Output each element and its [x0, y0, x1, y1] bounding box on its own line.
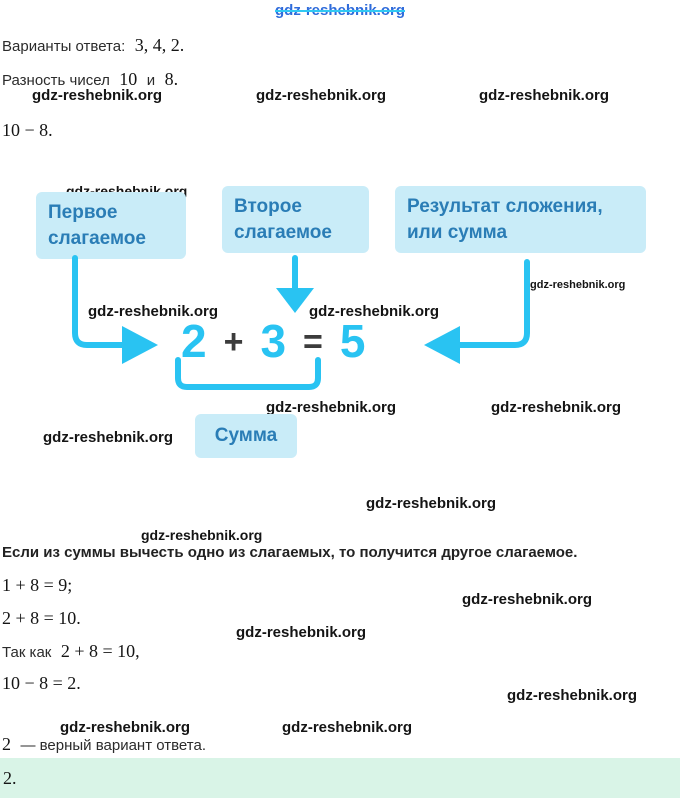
watermark: gdz-reshebnik.org — [236, 624, 367, 641]
difference-line: Разность чисел 10 и 8. — [2, 68, 178, 92]
watermark: gdz-reshebnik.org — [479, 87, 610, 104]
variants-line: Варианты ответа: 3, 4, 2. — [2, 34, 184, 58]
final-answer-text: 2. — [3, 767, 17, 788]
answer-text: — верный вариант ответа. — [20, 737, 206, 754]
arrow-first-addend — [72, 255, 125, 348]
difference-num-2: 8. — [164, 69, 179, 89]
watermark: gdz-reshebnik.org — [32, 87, 163, 104]
plus-sign: + — [223, 322, 244, 361]
equation-check-1-text: 1 + 8 = 9; — [2, 575, 73, 595]
equation-check-2: 2 + 8 = 10. — [2, 607, 81, 631]
sum-result-box: Результат сложения, или сумма — [395, 186, 646, 254]
watermark: gdz-reshebnik.org — [266, 399, 397, 416]
final-equation-line: 10 − 8 = 2. — [2, 672, 81, 696]
equation-check-1: 1 + 8 = 9; — [2, 574, 72, 598]
expression-line: 10 − 8. — [2, 119, 53, 143]
watermark: gdz-reshebnik.org — [366, 495, 497, 512]
watermark: gdz-reshebnik.org — [491, 399, 622, 416]
second-addend-box: Второе слагаемое — [222, 186, 369, 254]
watermark: gdz-reshebnik.org — [256, 87, 387, 104]
rule-line: Если из суммы вычесть одно из слагаемых,… — [2, 542, 678, 564]
conclusion-equation: 2 + 8 = 10, — [60, 641, 140, 661]
difference-num-1: 10 — [119, 69, 138, 89]
final-answer-bar: 2. — [0, 758, 680, 798]
arrow-first-addend-head — [122, 326, 158, 364]
watermark: gdz-reshebnik.org — [309, 303, 440, 320]
big-equation: 2 + 3 = 5 — [181, 314, 366, 368]
answer-number: 2 — [2, 734, 11, 754]
conclusion-line: Так как 2 + 8 = 10, — [2, 640, 140, 664]
watermark: gdz-reshebnik.org — [462, 591, 593, 608]
difference-label: Разность чисел — [2, 72, 110, 89]
equals-sign: = — [303, 322, 323, 361]
equation-addend-2: 3 — [260, 315, 287, 367]
watermark: gdz-reshebnik.org — [43, 429, 174, 446]
answer-line: 2 — верный вариант ответа. — [2, 733, 206, 757]
conclusion-label: Так как — [2, 644, 52, 661]
watermark: gdz-reshebnik.org — [60, 719, 191, 736]
difference-and: и — [146, 72, 156, 89]
expression-1: 10 − 8. — [2, 120, 53, 140]
watermark: gdz-reshebnik.org — [141, 527, 263, 543]
watermark: gdz-reshebnik.org — [530, 279, 626, 291]
arrow-sum-result-head — [424, 326, 460, 364]
variants-label: Варианты ответа: — [2, 38, 126, 55]
equation-result: 5 — [339, 315, 366, 367]
variants-values: 3, 4, 2. — [134, 35, 185, 55]
sum-label-box: Сумма — [195, 414, 297, 458]
watermark: gdz-reshebnik.org — [282, 719, 413, 736]
first-addend-box: Первое слагаемое — [36, 192, 186, 260]
equation-check-2-text: 2 + 8 = 10. — [2, 608, 81, 628]
final-equation-text: 10 − 8 = 2. — [2, 673, 81, 693]
equation-addend-1: 2 — [181, 315, 207, 367]
watermark: gdz-reshebnik.org — [507, 687, 638, 704]
arrow-sum-result — [457, 259, 530, 348]
site-watermark: gdz-reshebnik.org — [274, 2, 406, 19]
rule-text: Если из суммы вычесть одно из слагаемых,… — [2, 544, 578, 561]
